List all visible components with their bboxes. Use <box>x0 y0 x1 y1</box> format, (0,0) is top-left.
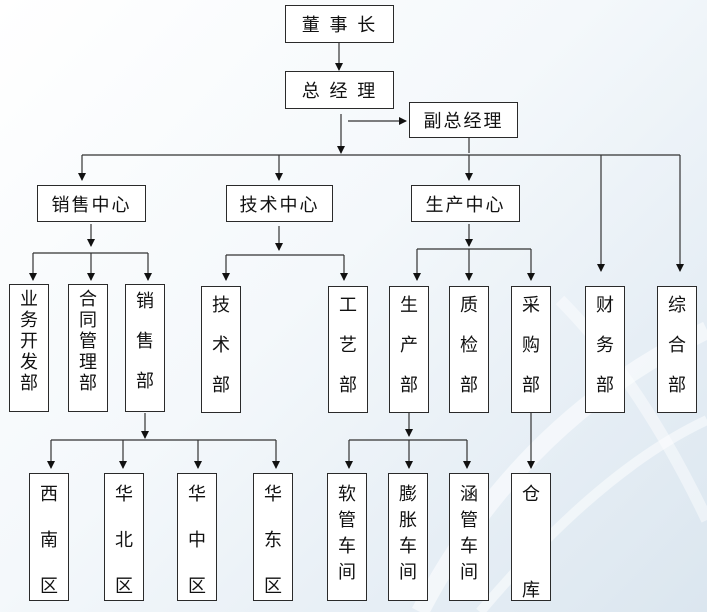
node-tech-center: 技术中心 <box>226 185 333 222</box>
node-purchase-dept: 采购部 <box>511 286 551 413</box>
node-vice-general-manager: 副总经理 <box>409 102 518 138</box>
node-char: 务 <box>596 335 614 356</box>
node-char: 间 <box>338 562 356 583</box>
node-char: 部 <box>460 375 478 396</box>
node-char: 部 <box>668 375 686 396</box>
node-char: 软 <box>338 484 356 505</box>
node-general-manager: 总 经 理 <box>285 71 394 109</box>
node-char: 北 <box>115 530 133 551</box>
node-contract-mgmt-dept: 合同管理部 <box>68 284 108 412</box>
node-char: 华 <box>115 484 133 505</box>
node-char: 华 <box>264 484 282 505</box>
node-char: 管 <box>460 510 478 531</box>
node-char: 采 <box>522 295 540 316</box>
node-finance-dept: 财务部 <box>585 286 625 413</box>
node-char: 胀 <box>399 510 417 531</box>
node-char: 区 <box>188 576 206 597</box>
node-char: 务 <box>20 310 38 331</box>
node-char: 东 <box>264 530 282 551</box>
node-char: 生 <box>400 295 418 316</box>
node-char: 艺 <box>339 335 357 356</box>
node-sales-center: 销售中心 <box>37 185 146 222</box>
node-char: 区 <box>115 576 133 597</box>
node-soft-pipe-workshop: 软管车间 <box>327 473 367 601</box>
node-char: 车 <box>460 536 478 557</box>
node-char: 部 <box>20 373 38 394</box>
node-char: 库 <box>522 580 540 601</box>
node-char: 财 <box>596 295 614 316</box>
node-char: 工 <box>339 295 357 316</box>
node-char: 仓 <box>522 484 540 505</box>
node-char: 理 <box>79 352 97 373</box>
node-prod-dept: 生产部 <box>389 286 429 413</box>
node-tech-dept: 技术部 <box>201 286 241 413</box>
node-char: 术 <box>212 335 230 356</box>
node-east-region: 华东区 <box>253 473 293 601</box>
node-char: 综 <box>668 295 686 316</box>
node-char: 发 <box>20 352 38 373</box>
node-warehouse: 仓库 <box>511 473 551 601</box>
node-char: 华 <box>188 484 206 505</box>
node-char: 质 <box>460 295 478 316</box>
node-char: 涵 <box>460 484 478 505</box>
node-char: 管 <box>79 331 97 352</box>
node-char: 售 <box>136 331 154 352</box>
node-char: 合 <box>79 289 97 310</box>
node-char: 同 <box>79 310 97 331</box>
node-char: 购 <box>522 335 540 356</box>
node-char: 部 <box>522 375 540 396</box>
node-char: 膨 <box>399 484 417 505</box>
node-sw-region: 西南区 <box>29 473 69 601</box>
node-char: 部 <box>339 375 357 396</box>
node-char: 部 <box>212 375 230 396</box>
node-chairman: 董 事 长 <box>285 5 394 43</box>
node-char: 技 <box>212 295 230 316</box>
node-char: 车 <box>338 536 356 557</box>
node-north-region: 华北区 <box>104 473 144 601</box>
node-char: 业 <box>20 289 38 310</box>
node-char: 部 <box>136 371 154 392</box>
node-expand-pipe-workshop: 膨胀车间 <box>388 473 428 601</box>
node-char: 车 <box>399 536 417 557</box>
node-general-dept: 综合部 <box>657 286 697 413</box>
node-char: 间 <box>399 562 417 583</box>
node-central-region: 华中区 <box>177 473 217 601</box>
node-char: 部 <box>79 373 97 394</box>
node-char: 南 <box>40 530 58 551</box>
node-char: 管 <box>338 510 356 531</box>
node-prod-center: 生产中心 <box>411 185 520 222</box>
node-char: 合 <box>668 335 686 356</box>
node-char: 间 <box>460 562 478 583</box>
node-char: 区 <box>40 576 58 597</box>
node-char: 产 <box>400 335 418 356</box>
node-craft-dept: 工艺部 <box>328 286 368 413</box>
node-char: 西 <box>40 484 58 505</box>
node-char: 销 <box>136 291 154 312</box>
node-char: 检 <box>460 335 478 356</box>
node-char: 开 <box>20 331 38 352</box>
node-qc-dept: 质检部 <box>449 286 489 413</box>
node-biz-dev-dept: 业务开发部 <box>9 284 49 412</box>
node-char: 部 <box>400 375 418 396</box>
node-char: 区 <box>264 576 282 597</box>
node-culvert-pipe-workshop: 涵管车间 <box>449 473 489 601</box>
node-char: 中 <box>188 530 206 551</box>
node-sales-dept: 销售部 <box>125 284 165 412</box>
node-char: 部 <box>596 375 614 396</box>
